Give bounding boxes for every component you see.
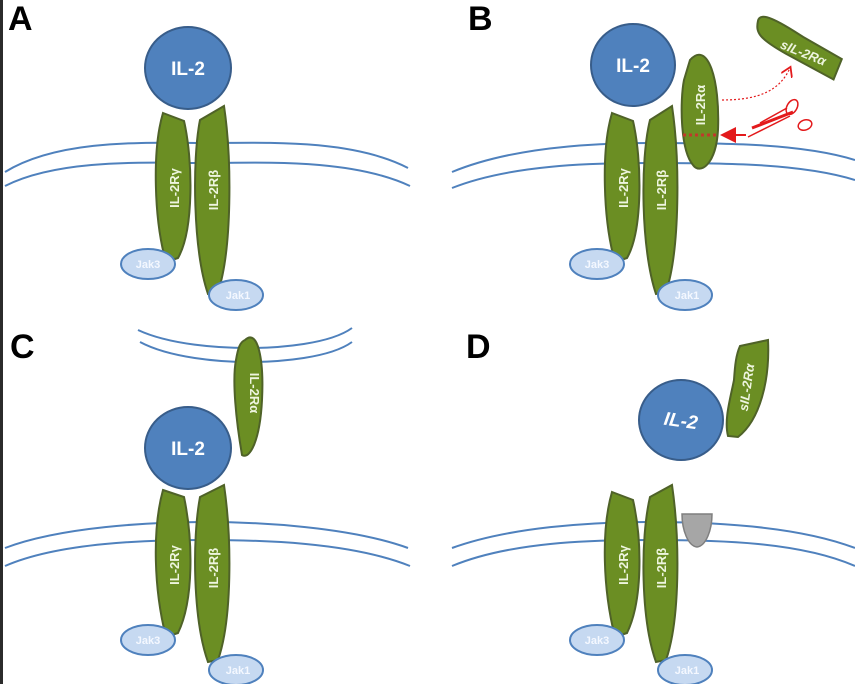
il2-label: IL-2 — [616, 56, 650, 77]
il2-cytokine — [638, 379, 724, 461]
jak3-label: Jak3 — [585, 259, 609, 271]
soluble-il2r-alpha: sIL-2Rα — [756, 15, 844, 81]
il2-cytokine — [144, 26, 232, 110]
jak1 — [208, 279, 264, 311]
il2r-alpha — [680, 53, 720, 170]
il2-cytokine — [590, 23, 676, 107]
release-arrow — [721, 68, 790, 101]
il2r-alpha-label: IL-2Rα — [693, 85, 708, 126]
il2r-gamma-label: IL-2Rγ — [167, 167, 182, 208]
jak1-label: Jak1 — [226, 665, 250, 677]
jak3 — [120, 624, 176, 656]
il2r-beta-label: IL-2Rβ — [654, 548, 669, 589]
panel-c: C IL-2Rα IL-2 IL-2Rγ IL-2Rβ Jak3 Jak1 — [4, 327, 411, 684]
il2r-beta-label: IL-2Rβ — [206, 548, 221, 589]
left-edge-border — [0, 0, 3, 684]
il2r-beta-label: IL-2Rβ — [206, 170, 221, 211]
jak3 — [569, 624, 625, 656]
jak3 — [120, 248, 176, 280]
il2r-gamma-label: IL-2Rγ — [167, 544, 182, 585]
jak1 — [657, 654, 713, 684]
il2-label: IL-2 — [171, 59, 205, 80]
il2r-gamma-label: IL-2Rγ — [616, 167, 631, 208]
il2r-beta-label: IL-2Rβ — [654, 170, 669, 211]
panel-a: A IL-2 IL-2Rγ IL-2Rβ Jak3 Jak1 — [4, 0, 411, 311]
il2-label: IL-2 — [663, 409, 700, 435]
panel-d: D IL-2 sIL-2Rα IL-2Rγ IL-2Rβ Jak3 Jak1 — [451, 328, 855, 684]
jak1 — [208, 654, 264, 684]
scissors-icon — [747, 98, 813, 138]
panel-b: B IL-2 IL-2Rγ IL-2Rβ IL-2Rα sIL-2Rα Jak3 — [451, 0, 855, 311]
il2r-alpha-label: IL-2Rα — [247, 373, 262, 414]
panel-label-b: B — [468, 0, 493, 38]
soluble-il2r-alpha — [725, 338, 770, 439]
jak1 — [657, 279, 713, 311]
jak1-label: Jak1 — [675, 665, 699, 677]
il2-cytokine — [144, 406, 232, 490]
jak3 — [569, 248, 625, 280]
jak3-label: Jak3 — [585, 635, 609, 647]
panel-label-a: A — [8, 0, 33, 38]
il2-label: IL-2 — [171, 439, 205, 460]
jak1-label: Jak1 — [226, 290, 250, 302]
jak3-label: Jak3 — [136, 635, 160, 647]
soluble-il2r-alpha-label: sIL-2Rα — [736, 362, 758, 412]
il2r-gamma-label: IL-2Rγ — [616, 544, 631, 585]
jak1-label: Jak1 — [675, 290, 699, 302]
jak3-label: Jak3 — [136, 259, 160, 271]
il2r-alpha — [233, 336, 264, 457]
panel-label-d: D — [466, 328, 491, 366]
blocking-molecule — [681, 513, 713, 548]
panel-label-c: C — [10, 328, 35, 366]
